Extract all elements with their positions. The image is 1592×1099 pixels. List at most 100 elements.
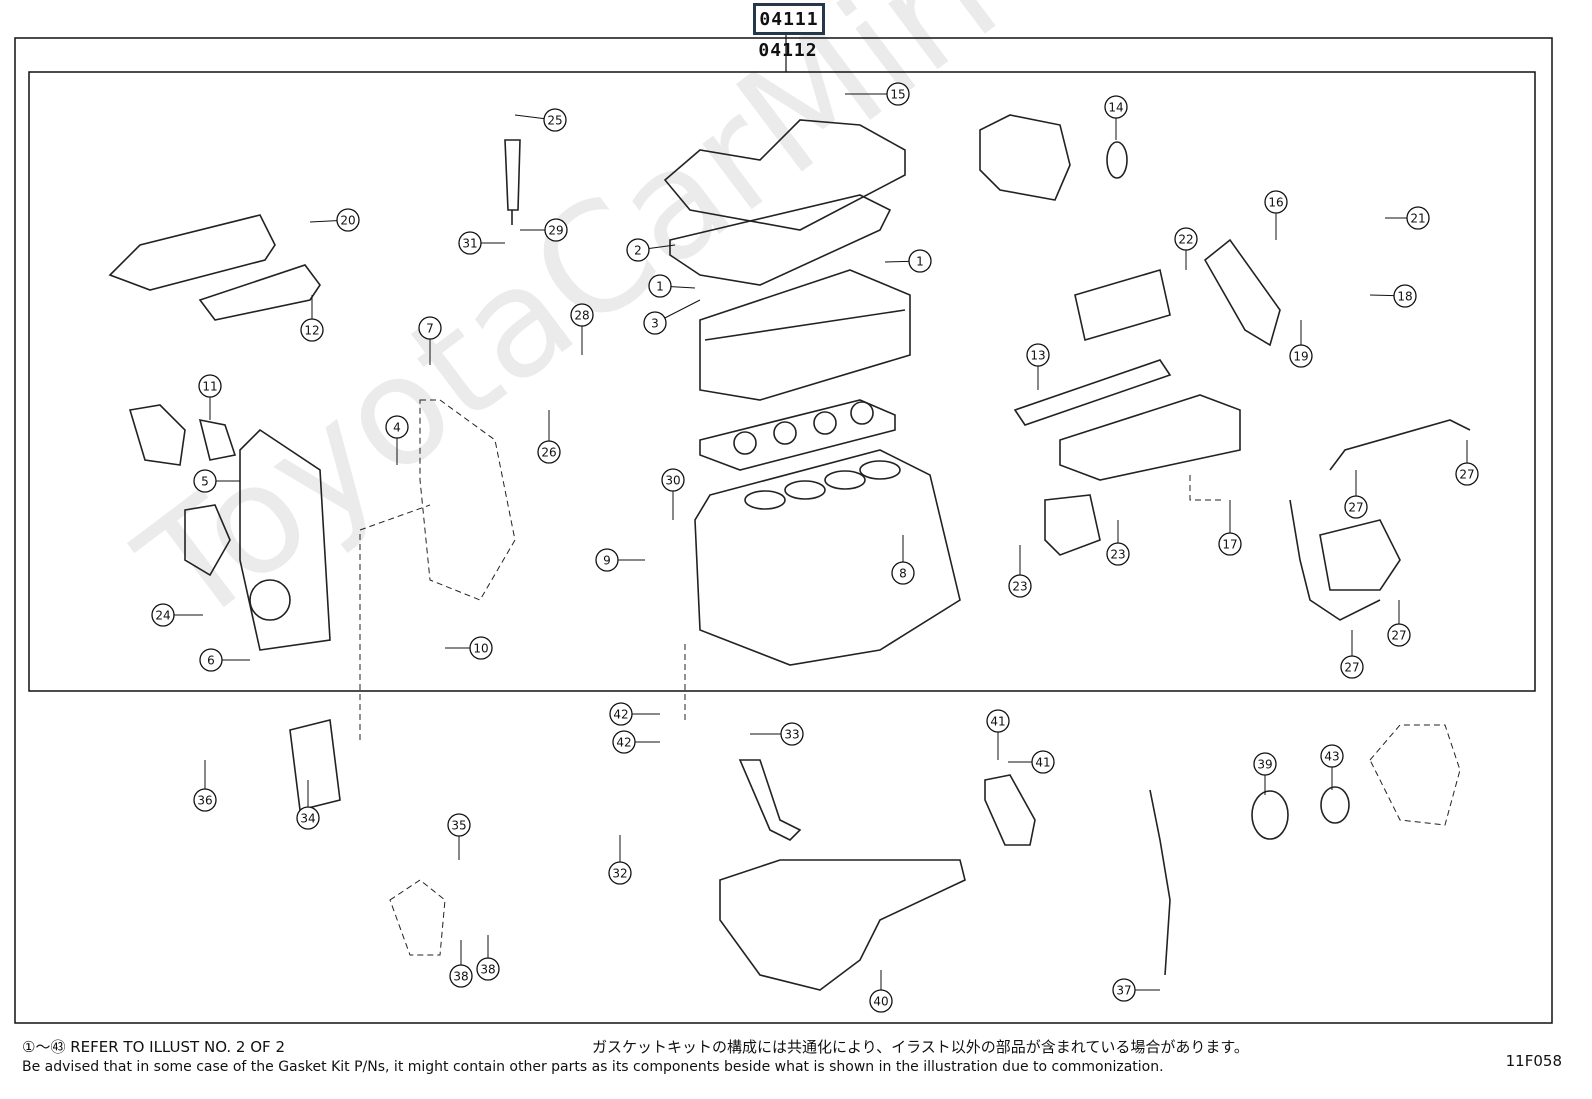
- head-gasket-drawing: [699, 399, 896, 471]
- head-cover-gasket-drawing: [669, 194, 892, 286]
- callout-7: 7: [418, 316, 442, 365]
- callout-6: 6: [199, 648, 250, 672]
- oil-filter-drawing: [984, 774, 1036, 846]
- callout-18: 18: [1369, 284, 1417, 308]
- callout-33: 33: [750, 722, 804, 746]
- callout-number: 12: [304, 324, 319, 338]
- figure-code: 11F058: [1505, 1052, 1562, 1070]
- callout-12: 12: [300, 295, 324, 342]
- callout-circle: [1340, 655, 1364, 679]
- callout-number: 8: [899, 567, 907, 581]
- callout-circle: [891, 561, 915, 585]
- callout-leader: [1369, 294, 1395, 297]
- callout-number: 3: [651, 317, 659, 331]
- callout-number: 23: [1012, 580, 1027, 594]
- callout-11: 11: [198, 374, 222, 420]
- callout-34: 34: [296, 780, 320, 830]
- callout-22: 22: [1174, 227, 1198, 270]
- callout-number: 27: [1348, 501, 1363, 515]
- callout-31: 31: [458, 231, 505, 255]
- callout-number: 6: [207, 654, 215, 668]
- injector-drawing: [504, 139, 521, 225]
- callout-35: 35: [447, 813, 471, 860]
- callout-2: 2: [626, 238, 676, 262]
- callout-circle: [643, 311, 667, 335]
- callout-number: 18: [1397, 290, 1412, 304]
- callout-number: 29: [548, 224, 563, 238]
- callout-number: 14: [1108, 101, 1123, 115]
- callout-27d: 27: [1340, 630, 1364, 679]
- callout-circle: [1031, 750, 1055, 774]
- callout-number: 37: [1116, 984, 1131, 998]
- callout-19: 19: [1289, 320, 1313, 368]
- callout-circle: [986, 709, 1010, 733]
- callout-circle: [608, 861, 632, 885]
- callout-number: 34: [300, 812, 315, 826]
- callout-circle: [1406, 206, 1430, 230]
- callout-1a: 1: [648, 274, 696, 298]
- callout-number: 20: [340, 214, 355, 228]
- callout-42a: 42: [609, 702, 660, 726]
- oil-seal-39-drawing: [1251, 790, 1289, 840]
- callout-circle: [544, 218, 568, 242]
- callout-43: 43: [1320, 744, 1344, 790]
- callout-number: 42: [616, 736, 631, 750]
- outer-frame: [14, 37, 1553, 1024]
- callout-circle: [595, 548, 619, 572]
- callout-circle: [780, 722, 804, 746]
- timing-cover-drawing: [239, 428, 331, 651]
- callout-14: 14: [1104, 95, 1128, 140]
- callout-circle: [151, 603, 175, 627]
- english-note: Be advised that in some case of the Gask…: [22, 1059, 1164, 1075]
- callout-circle: [1455, 462, 1479, 486]
- callout-circle: [458, 231, 482, 255]
- callout-25: 25: [514, 108, 567, 132]
- callout-circle: [1393, 284, 1417, 308]
- callout-circle: [570, 303, 594, 327]
- cylinder-block-drawing: [694, 449, 961, 666]
- callout-28: 28: [570, 303, 594, 355]
- callout-number: 23: [1110, 548, 1125, 562]
- callout-leader: [514, 114, 545, 120]
- callout-number: 28: [574, 309, 589, 323]
- dashed-leader-1: [359, 504, 431, 740]
- callout-8: 8: [891, 535, 915, 585]
- callout-leader: [648, 244, 676, 250]
- callout-number: 7: [426, 322, 434, 336]
- callout-number: 36: [197, 794, 212, 808]
- callout-number: 15: [890, 88, 905, 102]
- callout-circle: [537, 440, 561, 464]
- supply-pump-drawing: [1319, 519, 1401, 591]
- callout-circle: [1174, 227, 1198, 251]
- callout-number: 39: [1257, 758, 1272, 772]
- cylinder-head-drawing: [699, 269, 911, 401]
- callout-number: 11: [202, 380, 217, 394]
- callout-leader: [884, 260, 910, 263]
- callout-circle: [1387, 623, 1411, 647]
- callout-13: 13: [1026, 343, 1050, 390]
- callout-37: 37: [1112, 978, 1160, 1002]
- callout-16: 16: [1264, 190, 1288, 240]
- callout-circle: [469, 636, 493, 660]
- callout-number: 4: [393, 421, 401, 435]
- water-pump-gasket-drawing: [198, 418, 237, 461]
- callout-number: 30: [665, 474, 680, 488]
- oil-seal-43-drawing: [1320, 786, 1350, 824]
- japanese-note: ガスケットキットの構成には共通化により、イラスト以外の部品が含まれている場合があ…: [592, 1038, 1249, 1056]
- water-inlet-drawing: [289, 719, 341, 811]
- callout-number: 38: [453, 970, 468, 984]
- callout-number: 26: [541, 446, 556, 460]
- callout-number: 25: [547, 114, 562, 128]
- callout-circle: [1344, 495, 1368, 519]
- callout-number: 33: [784, 728, 799, 742]
- callout-circle: [1008, 574, 1032, 598]
- callout-42b: 42: [612, 730, 660, 754]
- callout-26: 26: [537, 410, 561, 464]
- callout-23a: 23: [1008, 545, 1032, 598]
- callout-number: 24: [155, 609, 170, 623]
- callout-circle: [1289, 344, 1313, 368]
- callout-circle: [648, 274, 672, 298]
- callout-24: 24: [151, 603, 203, 627]
- callout-circle: [609, 702, 633, 726]
